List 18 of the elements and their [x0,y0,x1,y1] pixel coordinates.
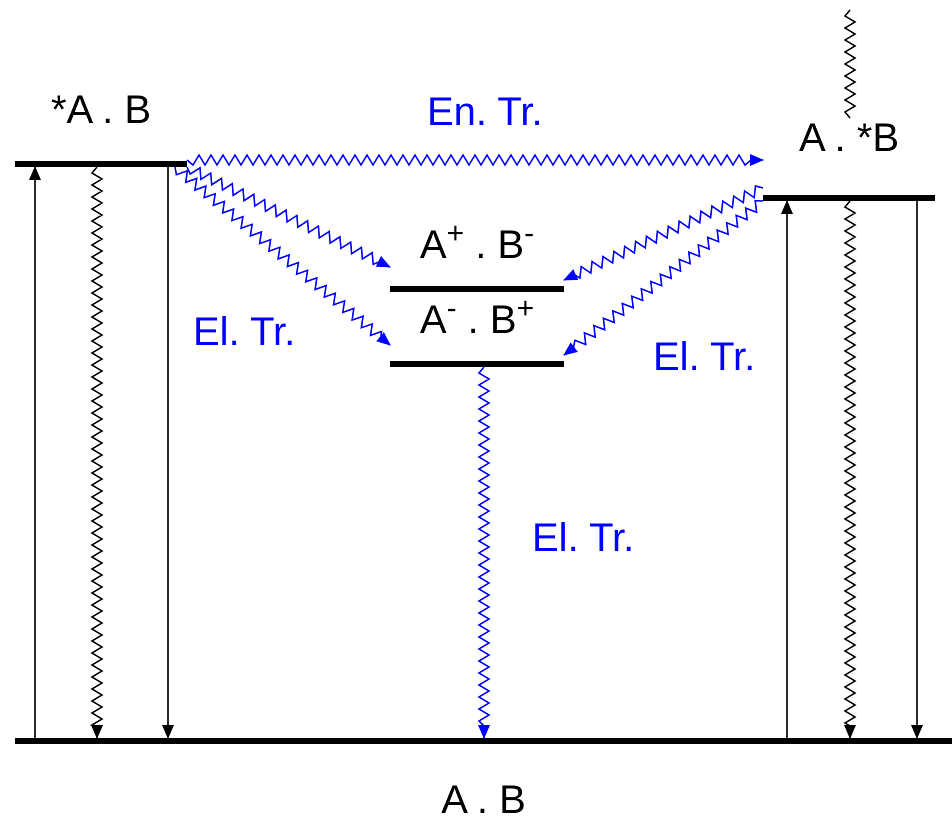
wavy-arrow [563,184,764,281]
wavy-arrow [843,200,857,739]
arrow [29,166,41,738]
level-label: A . B [441,780,526,820]
level-label: A . *B [798,118,900,158]
wavy-arrow [174,166,391,346]
level-label: A$^{-}$ . B$^{+}$ [420,300,534,340]
wavy-arrow [477,366,491,739]
level-label: A$^{+}$ . B$^{-}$ [420,225,534,265]
arrow [781,200,793,738]
arrow [911,201,923,739]
wavy-arrow [90,166,104,739]
level-label: *A . B [50,90,152,130]
wavy-line [843,9,857,119]
wavy-arrow [186,153,764,167]
wavy-arrow [186,166,391,268]
arrow [162,167,174,739]
wavy-arrow [563,200,764,356]
